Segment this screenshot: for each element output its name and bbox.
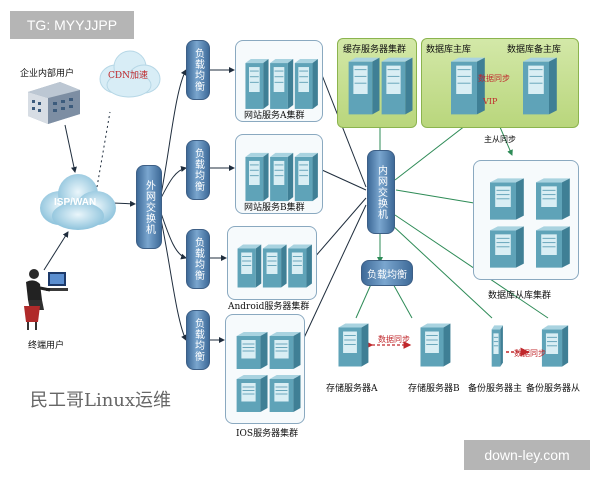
server-rack-group [348,57,413,115]
server-rack-group [338,323,369,367]
load-balancer-3: 负载均衡 [186,229,210,289]
db-slave-cluster-label: 数据库从库集群 [488,291,552,301]
server-tower-icon [523,57,557,115]
load-balancer-3-label: 负载均衡 [192,237,204,281]
enterprise-users-label: 企业内部用户 [20,69,75,79]
server-tower-icon [536,178,570,220]
server-tower-icon [236,375,268,412]
office-building-icon [28,82,80,124]
db-slave-cluster [473,160,579,280]
terminal-user-label: 终端用户 [28,341,65,351]
server-tower-icon [536,226,570,268]
server-tower-icon [420,323,451,367]
server-tower-icon [270,152,294,202]
server-tower-icon [262,244,287,288]
db-standby-label: 数据库备主库 [507,45,562,55]
server-tower-icon [338,323,369,367]
server-rack-group [490,178,570,268]
vip-label: VIP [483,97,498,106]
server-tower-icon [245,59,269,109]
storage-b-label: 存储服务器B [408,384,460,394]
server-rack-group [491,325,503,367]
load-balancer-2: 负载均衡 [186,140,210,200]
line-ext-lb2 [159,166,187,201]
brand-text: 民工哥Linux运维 [30,390,172,411]
storage-sync-label: 数据同步 [378,335,410,344]
isp-wan-label: ISP/WAN [54,197,97,208]
server-tower-icon [245,152,269,202]
server-tower-icon [381,57,413,115]
line-ext-lb3 [159,209,187,260]
load-balancer-4-label: 负载均衡 [192,318,204,362]
web-b-cluster [235,134,323,214]
internal-switch: 内网交换机 [367,150,395,234]
server-rack-group [420,323,451,367]
line-terminal-isp [43,231,69,271]
android-cluster [227,226,317,300]
line-enterprise-isp [64,124,77,173]
master-slave-sync-label: 主从同步 [484,135,516,144]
server-rack-group [237,244,312,288]
backup-slave-label: 备份服务器从 [526,384,581,394]
server-tower-icon [270,59,294,109]
load-balancer-2-label: 负载均衡 [192,148,204,192]
server-tower-icon [294,152,318,202]
backup-slave-server [532,318,572,378]
server-rack-group [541,325,569,367]
load-balancer-1-label: 负载均衡 [192,48,204,92]
cache-cluster-label: 缓存服务器集群 [343,45,407,55]
line-isp-external [112,200,136,207]
server-tower-icon [236,332,268,369]
storage-a-label: 存储服务器A [326,384,378,394]
load-balancer-4: 负载均衡 [186,310,210,370]
server-rack-group [451,57,557,115]
db-master-label: 数据库主库 [426,45,472,55]
external-switch-label: 外网交换机 [143,179,155,235]
terminal-user-icon [24,269,68,330]
db-sync-label: 数据同步 [478,74,510,83]
server-tower-icon [491,325,503,367]
cdn-label: CDN加速 [108,71,148,81]
ios-cluster [225,314,305,424]
server-tower-icon [541,325,569,367]
server-tower-icon [269,332,301,369]
backup-main-server [484,318,508,378]
server-rack-group [236,332,301,412]
server-tower-icon [451,57,485,115]
isp-wan-cloud-icon [40,174,116,230]
backup-sync-label: 数据同步 [514,349,546,358]
db-panel [421,38,579,128]
server-tower-icon [237,244,262,288]
server-tower-icon [490,178,524,220]
watermark-top-left: TG: MYYJJPP [10,11,134,39]
backup-main-label: 备份服务器主 [468,384,523,394]
server-tower-icon [348,57,380,115]
server-rack-group [245,152,318,202]
load-balancer-1: 负载均衡 [186,40,210,100]
storage-a-server [328,316,372,378]
watermark-bottom-right: down-ley.com [464,440,590,470]
internal-switch-label: 内网交换机 [375,164,387,220]
server-tower-icon [490,226,524,268]
ios-cluster-label: IOS服务器集群 [236,429,299,439]
external-switch: 外网交换机 [136,165,162,249]
inner-load-balancer: 负载均衡 [361,260,413,286]
server-tower-icon [269,375,301,412]
line-ext-lb1 [159,69,187,201]
android-cluster-label: Android服务器集群 [228,302,310,312]
storage-b-server [410,316,454,378]
web-a-cluster-label: 网站服务A集群 [244,111,305,121]
line-ext-lb4 [159,214,187,341]
web-b-cluster-label: 网站服务B集群 [244,203,305,213]
web-a-cluster [235,40,323,122]
cdn-cloud-icon [99,50,161,98]
server-tower-icon [288,244,312,288]
server-rack-group [245,59,318,109]
cache-cluster [337,38,417,128]
server-tower-icon [294,59,318,109]
